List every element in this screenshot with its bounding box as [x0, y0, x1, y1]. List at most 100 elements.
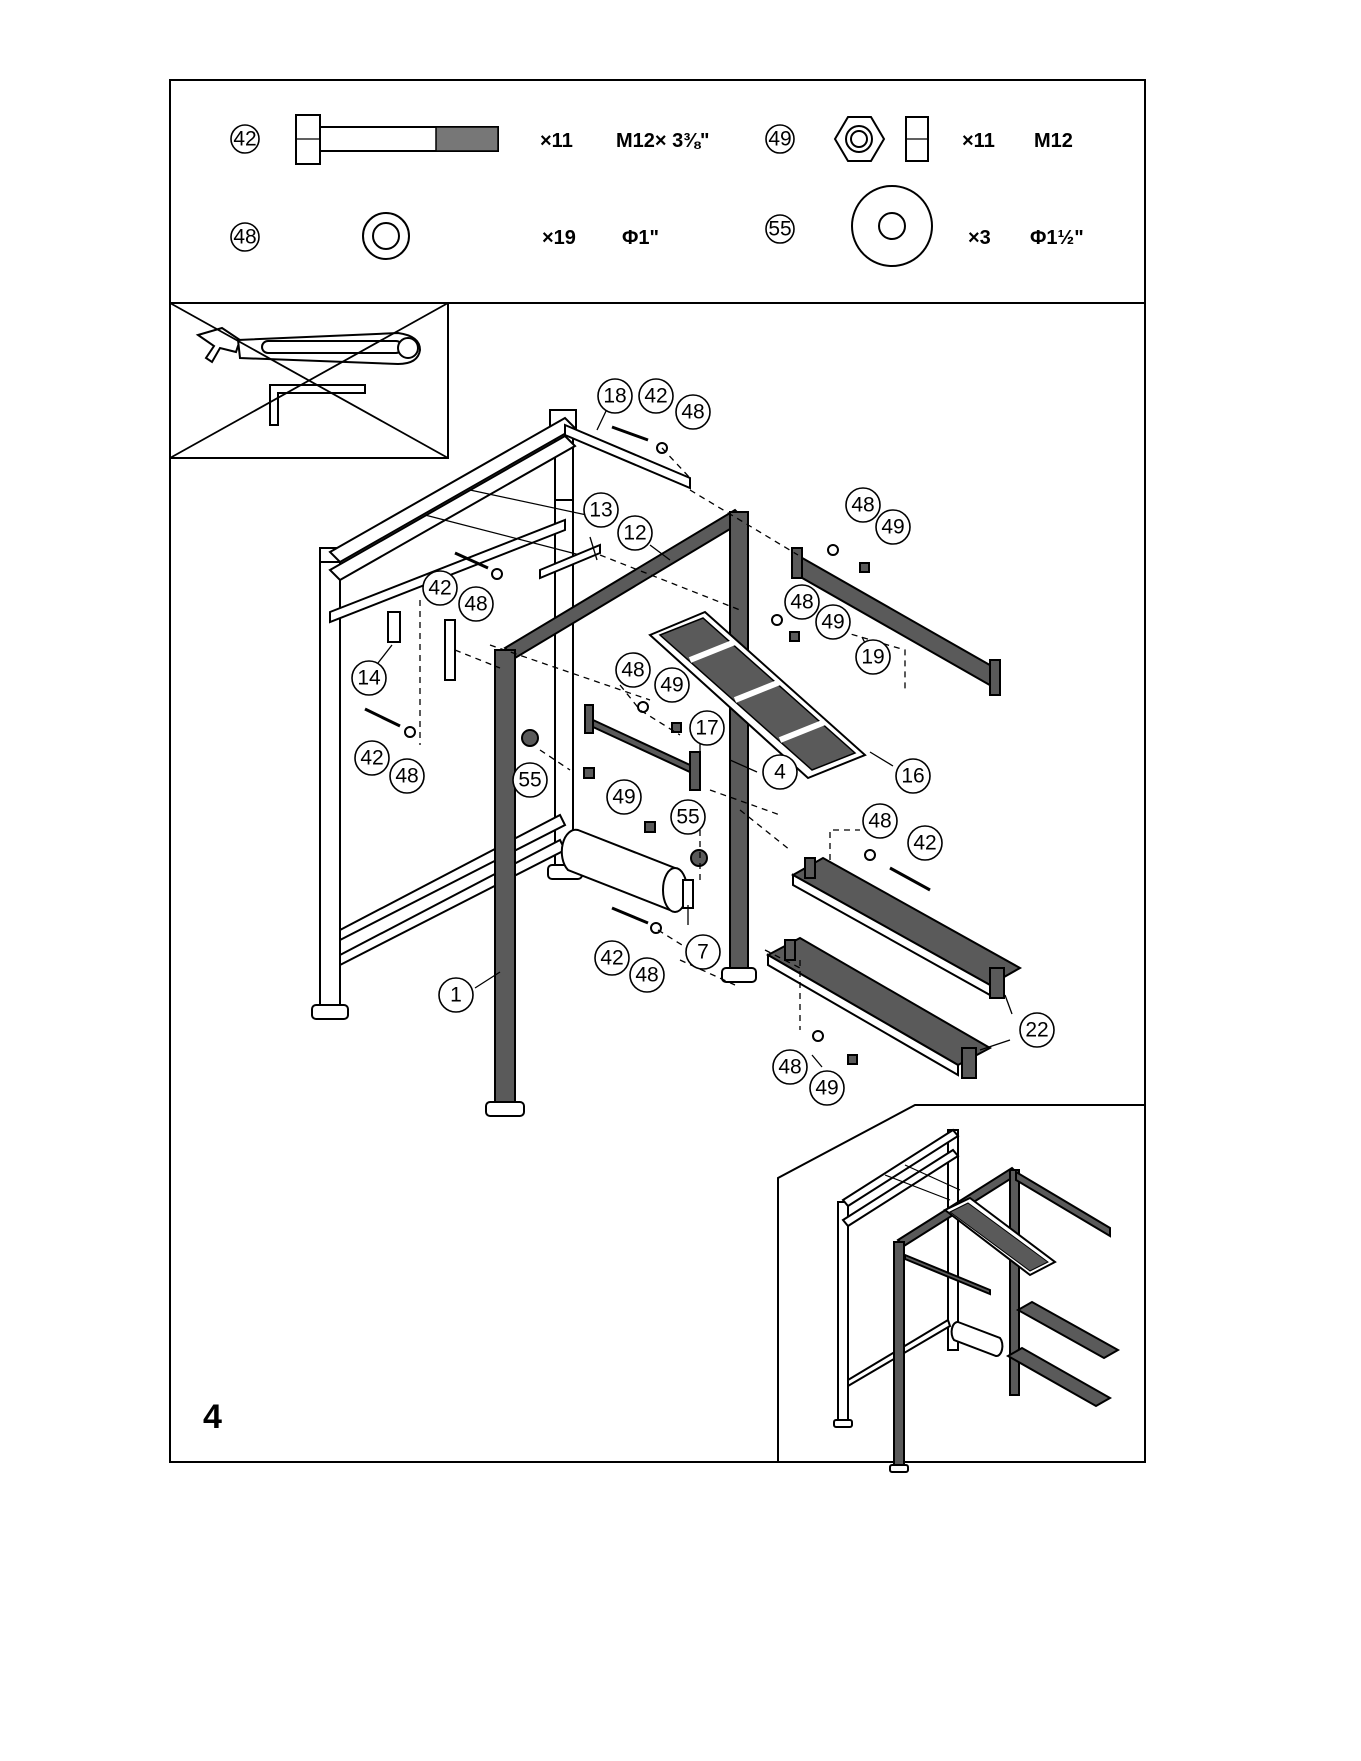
- part-1-foot: [486, 1102, 524, 1116]
- callout-49: 49: [655, 668, 689, 702]
- part-49-id: 49: [768, 128, 791, 151]
- part-19-bracket: [792, 548, 802, 578]
- svg-text:49: 49: [821, 611, 844, 634]
- main-assembly: 18 42 48 13 12 48 49 42 48 48 49 19 14 4…: [312, 379, 1054, 1116]
- callout-49: 49: [816, 605, 850, 639]
- callout-17: 17: [690, 711, 724, 745]
- callout-16: 16: [896, 759, 930, 793]
- callout-49: 49: [607, 780, 641, 814]
- svg-text:48: 48: [635, 964, 658, 987]
- allen-key-icon: [270, 385, 365, 425]
- callout-42: 42: [908, 826, 942, 860]
- svg-text:48: 48: [621, 659, 644, 682]
- callout-48: 48: [390, 759, 424, 793]
- hex-nut-icon: [835, 117, 928, 161]
- part-19-end: [990, 660, 1000, 695]
- callout-48: 48: [785, 585, 819, 619]
- callout-18: 18: [598, 379, 632, 413]
- callout-48: 48: [846, 488, 880, 522]
- callout-48: 48: [459, 587, 493, 621]
- callout-42: 42: [595, 941, 629, 975]
- svg-text:7: 7: [697, 941, 709, 964]
- hardware-panel: 42 ×11 M12× 3⅜" 49 ×11 M12: [231, 115, 1084, 266]
- callout-12: 12: [618, 516, 652, 550]
- hex-bolt-icon: [296, 115, 498, 164]
- part-4-foot: [722, 968, 756, 982]
- callout-49: 49: [876, 510, 910, 544]
- part-55-spec: Φ1½": [1030, 227, 1084, 249]
- svg-text:13: 13: [589, 499, 612, 522]
- svg-text:48: 48: [395, 765, 418, 788]
- callout-48: 48: [773, 1050, 807, 1084]
- part-1-post: [495, 650, 515, 1105]
- svg-text:48: 48: [778, 1056, 801, 1079]
- part-17-bar: [585, 705, 700, 790]
- svg-text:4: 4: [774, 761, 786, 784]
- rear-left-foot: [312, 1005, 348, 1019]
- svg-text:55: 55: [676, 806, 699, 829]
- adjustable-wrench-icon: [198, 328, 420, 364]
- part-55-row: 55 ×3 Φ1½": [766, 186, 1084, 266]
- callout-48: 48: [676, 395, 710, 429]
- svg-text:49: 49: [881, 516, 904, 539]
- svg-text:12: 12: [623, 522, 646, 545]
- step-number: 4: [203, 1398, 222, 1436]
- svg-text:49: 49: [612, 786, 635, 809]
- callout-55: 55: [671, 800, 705, 834]
- large-washer-icon: [852, 186, 932, 266]
- svg-text:48: 48: [851, 494, 874, 517]
- svg-text:42: 42: [600, 947, 623, 970]
- flat-washer-icon: [363, 213, 409, 259]
- callout-42: 42: [423, 571, 457, 605]
- part-42-id: 42: [233, 128, 256, 151]
- page-frame: [170, 80, 1145, 1462]
- part-48-spec: Φ1": [622, 227, 659, 249]
- callout-49: 49: [810, 1071, 844, 1105]
- svg-text:16: 16: [901, 765, 924, 788]
- part-49-row: 49 ×11 M12: [766, 117, 1073, 161]
- svg-text:17: 17: [695, 717, 718, 740]
- callout-19: 19: [856, 640, 890, 674]
- part-55-qty: ×3: [968, 227, 991, 249]
- part-14-bracket: [388, 612, 400, 642]
- callout-55: 55: [513, 763, 547, 797]
- part-42-spec: M12× 3⅜": [616, 130, 709, 152]
- part-48-id: 48: [233, 226, 256, 249]
- svg-text:14: 14: [357, 667, 381, 690]
- callout-7: 7: [686, 935, 720, 969]
- callout-14: 14: [352, 661, 386, 695]
- svg-text:18: 18: [603, 385, 626, 408]
- part-55-id: 55: [768, 218, 791, 241]
- svg-text:55: 55: [518, 769, 541, 792]
- rear-low-brace: [340, 840, 565, 965]
- svg-text:42: 42: [644, 385, 667, 408]
- svg-text:49: 49: [660, 674, 683, 697]
- part-7-roller: [562, 830, 693, 912]
- svg-text:48: 48: [681, 401, 704, 424]
- svg-text:22: 22: [1025, 1019, 1048, 1042]
- svg-text:1: 1: [450, 984, 462, 1007]
- part-48-row: 48 ×19 Φ1": [231, 213, 659, 259]
- callout-1: 1: [439, 978, 473, 1012]
- rear-low-brace-2: [340, 815, 565, 940]
- svg-text:42: 42: [428, 577, 451, 600]
- part-42-qty: ×11: [540, 130, 573, 152]
- part-49-qty: ×11: [962, 130, 995, 152]
- callout-42: 42: [639, 379, 673, 413]
- svg-text:19: 19: [861, 646, 884, 669]
- callout-48: 48: [616, 653, 650, 687]
- rear-left-post: [320, 555, 340, 1010]
- callout-22: 22: [1020, 1013, 1054, 1047]
- part-4-post: [730, 512, 748, 972]
- svg-text:48: 48: [464, 593, 487, 616]
- callout-13: 13: [584, 493, 618, 527]
- callout-48: 48: [630, 958, 664, 992]
- callout-42: 42: [355, 741, 389, 775]
- callout-48: 48: [863, 804, 897, 838]
- part-18-beam: [565, 425, 690, 488]
- tools-box: [170, 303, 448, 458]
- callout-4: 4: [763, 755, 797, 789]
- part-14-plate: [445, 620, 455, 680]
- rear-middle-post: [555, 500, 573, 865]
